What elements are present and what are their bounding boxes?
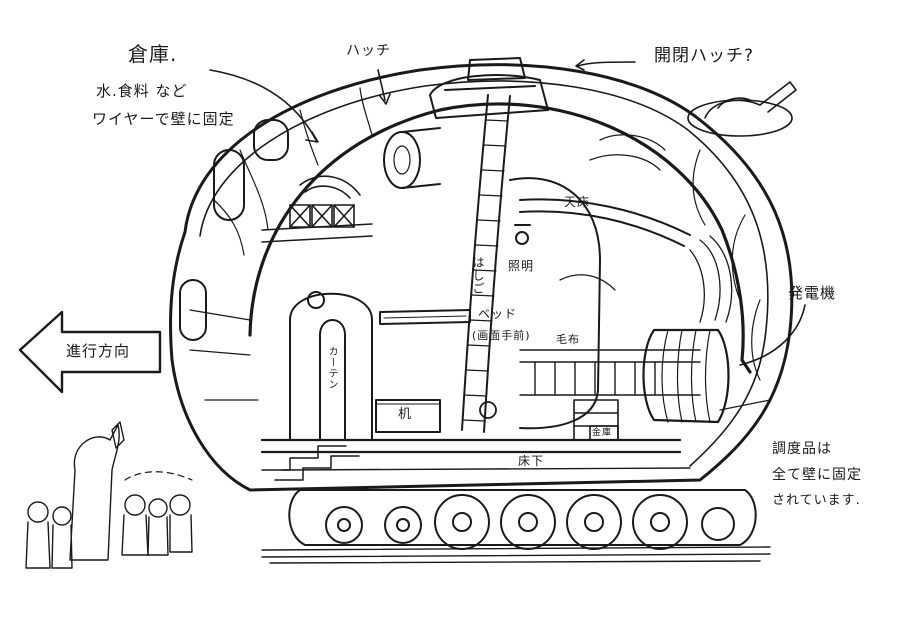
crowd-figures — [25, 421, 193, 569]
ladder-label: はしご — [471, 256, 485, 295]
direction-label: 進行方向 — [66, 342, 131, 360]
generator-drum — [642, 328, 730, 424]
furniture-line2-label: 全て壁に固定 — [772, 467, 862, 483]
curtain-label: カーテン — [326, 346, 337, 390]
ceiling-beam — [519, 198, 691, 247]
curtain-doorway — [289, 291, 373, 441]
blanket-label: 毛布 — [556, 333, 580, 346]
top-hatch — [429, 57, 549, 119]
left-pods — [179, 119, 289, 341]
inset-hatch-sketch — [687, 81, 797, 137]
track-assembly — [288, 489, 757, 550]
storage-line1-label: 水.食料 など — [96, 82, 188, 100]
ground-rail — [261, 546, 771, 564]
storage-tank — [383, 127, 441, 189]
desk-label: 机 — [398, 407, 413, 422]
open-hatch-label: 開閉ハッチ? — [654, 46, 755, 66]
storage-line2-label: ワイヤーで壁に固定 — [92, 110, 235, 128]
pipe-clusters — [559, 134, 733, 323]
furniture-line1-label: 調度品は — [772, 441, 832, 457]
bookshelf — [519, 349, 701, 396]
cabinet — [573, 399, 619, 441]
trajectory-dash — [124, 471, 193, 481]
lighting-label: 照明 — [508, 259, 535, 273]
storage-shelf — [261, 175, 373, 243]
generator-label: 発電機 — [788, 284, 837, 302]
porthole — [479, 401, 497, 419]
desk — [375, 399, 441, 433]
bed-label: ベッド — [478, 307, 518, 321]
underfloor-label: 床下 — [518, 454, 545, 468]
stairs — [261, 445, 360, 481]
storage-title-label: 倉庫. — [128, 42, 178, 66]
central-tank — [509, 177, 601, 430]
furniture-line3-label: されています. — [772, 493, 861, 508]
bed — [379, 309, 471, 325]
interior-floor — [260, 438, 691, 471]
ladder — [461, 94, 511, 433]
bed-note-label: (画面手前) — [472, 329, 531, 342]
ceiling-label: 天床 — [564, 195, 591, 209]
safe-label: 金庫 — [592, 428, 613, 438]
hatch-label: ハッチ — [346, 43, 391, 59]
leader-lines — [209, 59, 806, 366]
direction-arrow — [18, 310, 162, 394]
outer-hull — [169, 63, 794, 492]
